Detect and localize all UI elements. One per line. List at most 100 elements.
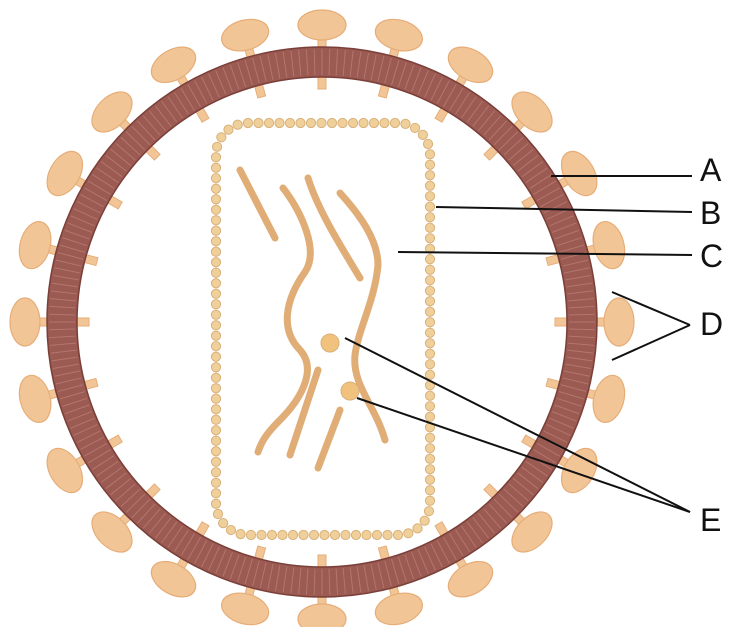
capsomere (211, 499, 220, 508)
capsomere (211, 247, 220, 256)
capsomere (267, 530, 276, 539)
capsomere (317, 118, 326, 127)
capsomere (309, 530, 318, 539)
capsomere (211, 300, 220, 309)
capsomere (425, 339, 434, 348)
capsomere (425, 234, 434, 243)
capsomere (211, 226, 220, 235)
rna-strands (240, 170, 385, 468)
capsomere (211, 163, 220, 172)
spike-head (588, 218, 629, 272)
capsomere (211, 447, 220, 456)
capsomere (351, 530, 360, 539)
capsomere (425, 255, 434, 264)
label-d: D (700, 308, 723, 340)
capsomere (217, 133, 226, 142)
capsomere (390, 118, 399, 127)
spike-head (14, 372, 55, 426)
capsomere (211, 468, 220, 477)
capsomere (380, 118, 389, 127)
capsomere (348, 118, 357, 127)
capsomere (425, 223, 434, 232)
capsomere (425, 402, 434, 411)
label-a: A (700, 154, 721, 186)
capsomere (212, 142, 221, 151)
capsomere (424, 507, 433, 516)
capsomere (211, 352, 220, 361)
capsomere (219, 519, 228, 528)
capsomere (211, 373, 220, 382)
capsomere (341, 530, 350, 539)
capsomere (404, 529, 413, 538)
capsomere (211, 321, 220, 330)
capsomere (296, 118, 305, 127)
capsomere (425, 444, 434, 453)
capsomere (211, 457, 220, 466)
capsomere (254, 118, 263, 127)
capsomere (299, 530, 308, 539)
capsomere (224, 125, 233, 134)
spike-head (298, 604, 346, 627)
leader-line (398, 252, 692, 255)
capsomere (211, 195, 220, 204)
spike-head (604, 298, 634, 346)
capsomere (423, 139, 432, 148)
capsomere (211, 489, 220, 498)
capsomere (264, 118, 273, 127)
capsomere (425, 160, 434, 169)
rna-strand (308, 178, 360, 278)
spike-head (218, 588, 272, 627)
capsomere (425, 318, 434, 327)
capsomere (211, 174, 220, 183)
capsomere (410, 123, 419, 132)
capsomere (211, 258, 220, 267)
rna-strand (318, 410, 340, 468)
capsomere (211, 310, 220, 319)
capsomere (236, 530, 245, 539)
capsomere (211, 436, 220, 445)
capsomere (257, 530, 266, 539)
capsomere (243, 118, 252, 127)
capsomere (359, 118, 368, 127)
enzyme-particle (321, 334, 339, 352)
capsomere (425, 192, 434, 201)
label-e: E (700, 504, 721, 536)
capsomere (246, 530, 255, 539)
spike-head (372, 14, 426, 55)
capsomere (275, 118, 284, 127)
capsomere (320, 530, 329, 539)
capsomere (425, 360, 434, 369)
capsomere (278, 530, 287, 539)
capsomere (425, 213, 434, 222)
capsomere (425, 412, 434, 421)
capsomere (211, 153, 220, 162)
capsomere (425, 496, 434, 505)
capsomere (211, 289, 220, 298)
capsomere (211, 184, 220, 193)
capsomere (425, 433, 434, 442)
spike-head (588, 372, 629, 426)
capsomere (418, 130, 427, 139)
capsomere (425, 150, 434, 159)
capsomere (425, 286, 434, 295)
capsomere (425, 328, 434, 337)
capsomere (425, 475, 434, 484)
capsomere (425, 307, 434, 316)
spike-head (372, 588, 426, 627)
capsomere (393, 530, 402, 539)
capsomere (211, 216, 220, 225)
capsomere (425, 265, 434, 274)
capsomere (420, 516, 429, 525)
spike-head (14, 218, 55, 272)
capsomere (369, 118, 378, 127)
enzyme-particle (341, 382, 359, 400)
capsomere (327, 118, 336, 127)
capsomere (330, 530, 339, 539)
lipid-envelope (47, 47, 597, 597)
capsomere (425, 202, 434, 211)
capsomere (362, 530, 371, 539)
capsomere (285, 118, 294, 127)
capsomere (211, 394, 220, 403)
